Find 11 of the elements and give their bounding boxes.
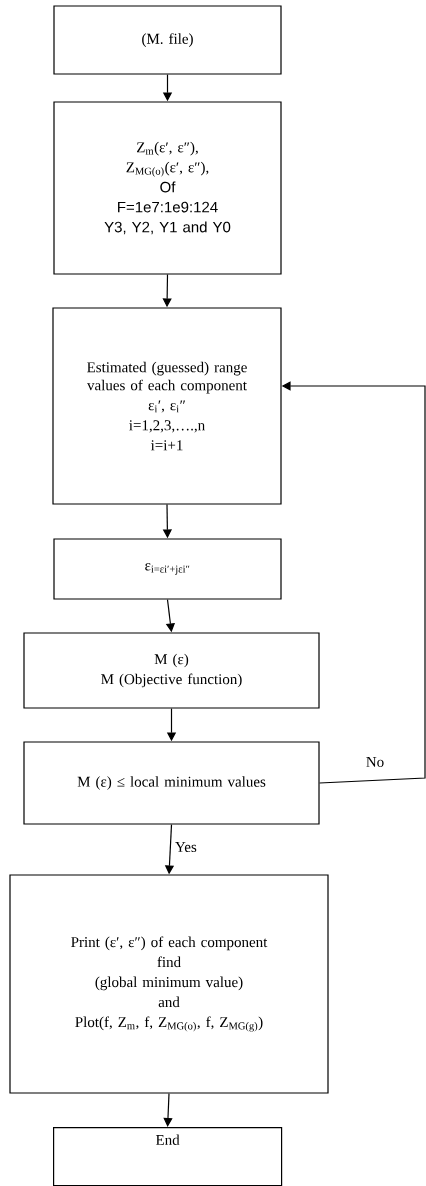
process-box: Print (ε′, ε″) of each component find (global minimum value) and Plot(f, Z$_{m}$, f, Z$_{MG(o)}$, f, Z$_{MG(g)}$) — [9, 874, 329, 1094]
process-box: (M. file) — [53, 5, 282, 75]
arrow — [163, 1093, 173, 1127]
edge-label: No — [364, 756, 386, 768]
process-box: ε$_{i=εi′+jεi″}$ — [53, 538, 282, 600]
process-box: Z$_{m}$(ε′, ε″), Z$_{MG(o)}$(ε′, ε″), Of F=1e7:1e9:124 Y3, Y2, Y1 and Y0 — [53, 101, 282, 275]
process-box: M (ε) ≤ local minimum values — [23, 741, 320, 825]
process-box: Estimated (guessed) range values of each component ε$_{i}$′, ε$_{i}$″ i=1,2,3,….,n i=i+1 — [52, 307, 282, 505]
process-box: M (ε) M (Objective function) — [23, 632, 320, 709]
edge-label: Yes — [174, 841, 198, 853]
process-box: End — [53, 1127, 283, 1186]
